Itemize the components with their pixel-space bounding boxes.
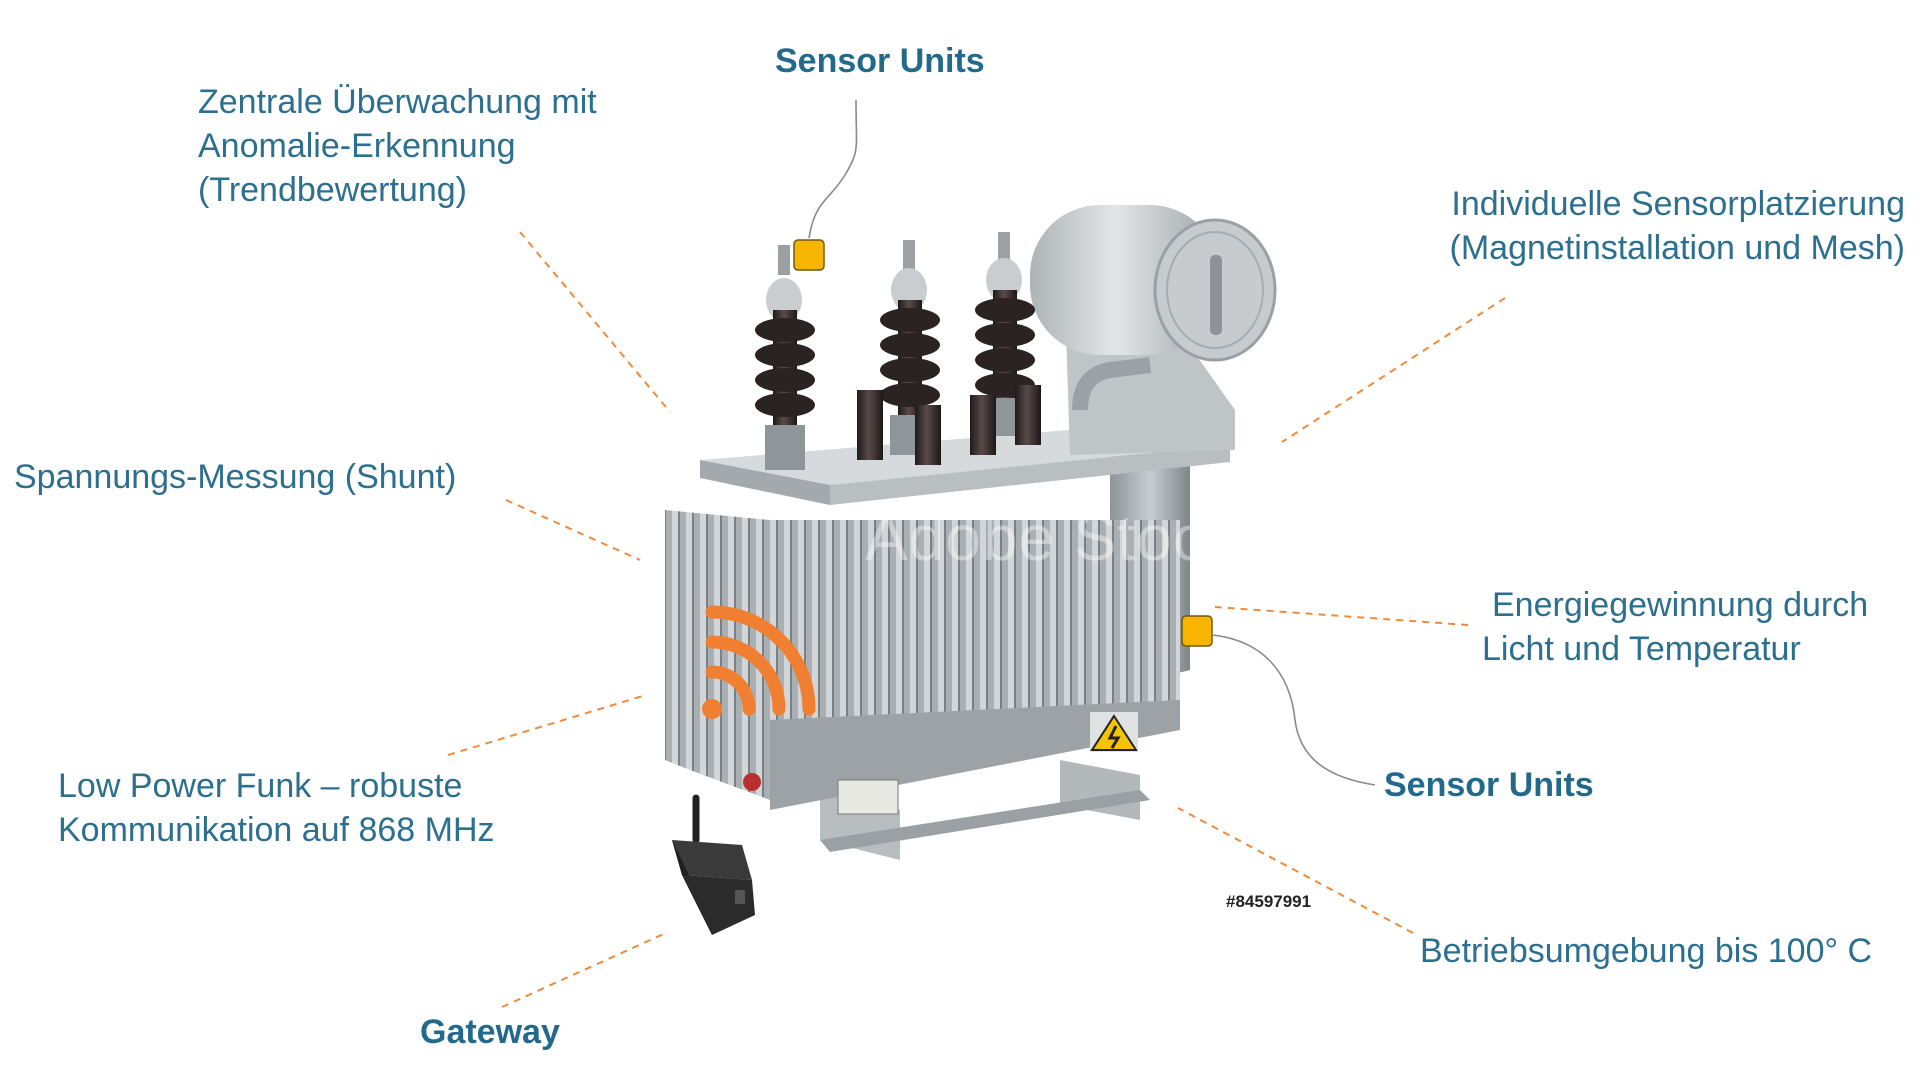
conservator-pipe [1072,357,1151,411]
hv-bushing-3 [975,232,1035,436]
gateway-label: Gateway [420,1013,560,1051]
sensor-marker-right [1181,615,1213,647]
sensor-units-right-label: Sensor Units [1384,766,1594,804]
individual-placement-label: Individuelle Sensorplatzierung (Magnetin… [1449,185,1905,267]
sensor-units-top-label: Sensor Units [775,42,985,80]
leader-line-operating-env [1177,807,1414,934]
warning-sign-icon [1090,712,1138,752]
leader-line-gateway [501,931,669,1008]
leader-line-voltage [505,499,641,561]
leader-line-sensor-top [808,99,858,239]
leader-line-sensor-right [1211,634,1376,786]
transformer-illustration: Adobe Stock [665,205,1277,860]
low-power-radio-label: Low Power Funk – robuste Kommunikation a… [58,767,495,849]
hv-bushing-2 [880,240,940,455]
leader-line-radio [447,694,647,756]
conservator-tank [1030,205,1277,362]
voltage-measurement-label: Spannungs-Messung (Shunt) [14,458,457,496]
energy-harvesting-label: Energiegewinnung durch Licht und Tempera… [1482,586,1869,668]
operating-environment-label: Betriebsumgebung bis 100° C [1420,932,1873,970]
hv-bushing-1 [755,245,815,470]
gateway-device [672,794,755,935]
side-radiator [665,510,770,800]
wifi-icon [702,605,816,719]
leader-line-energy [1214,606,1469,626]
lv-bushings [857,385,1041,465]
stock-id: #84597991 [1226,892,1312,911]
valve [743,773,761,791]
leader-line-individual-placement [1281,297,1506,443]
central-monitoring-label: Zentrale Überwachung mit Anomalie-Erkenn… [198,83,597,209]
watermark: Adobe Stock [865,502,1239,574]
warning-plate [837,779,899,815]
leader-line-central-monitoring [519,231,671,413]
sensor-marker-top [793,239,825,271]
